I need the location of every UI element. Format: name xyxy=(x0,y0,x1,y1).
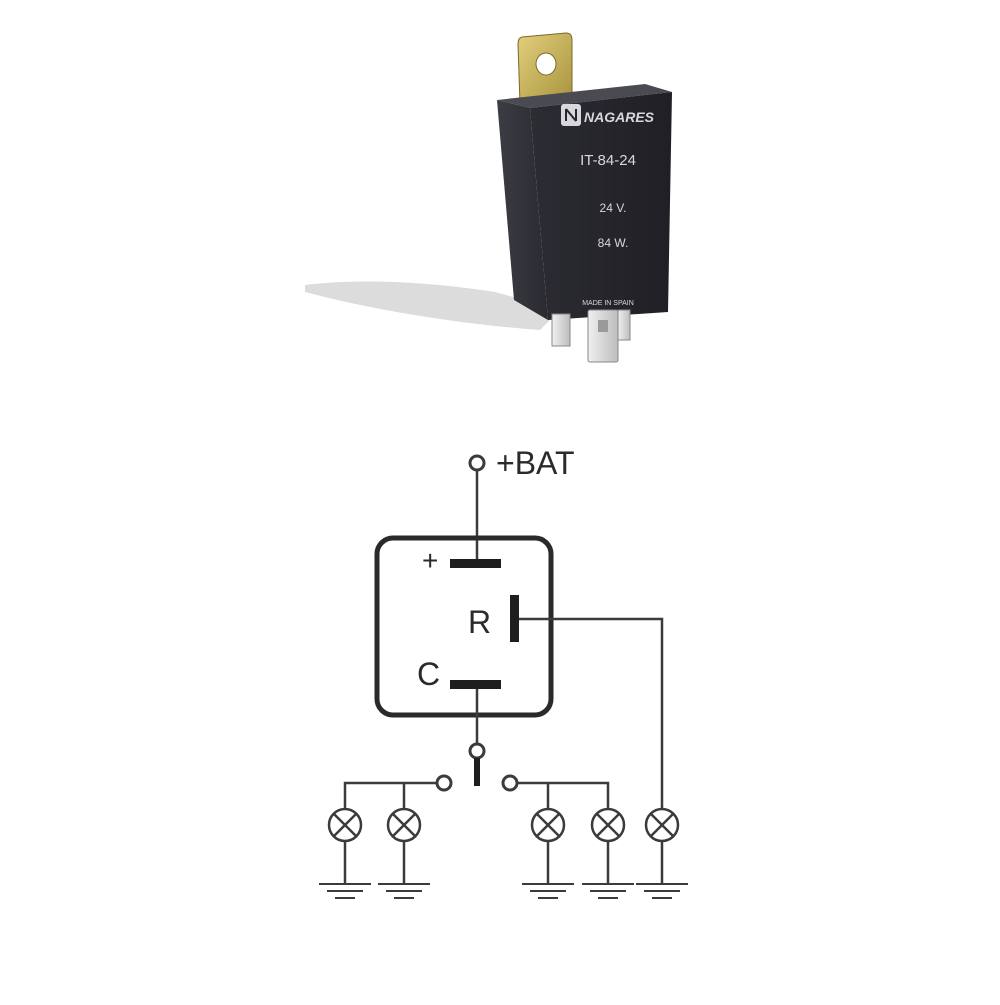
lamp-left-1 xyxy=(327,807,363,843)
pin-plus-label: + xyxy=(422,545,438,576)
ground-symbol-3 xyxy=(522,883,574,899)
switch-right-contact xyxy=(501,774,519,792)
model-label: IT-84-24 xyxy=(580,152,636,169)
pin-r-bar xyxy=(510,595,519,642)
switch-common xyxy=(468,742,486,760)
pin-plus-bar xyxy=(450,559,501,568)
ground-symbol-5 xyxy=(636,883,688,899)
right-bus xyxy=(517,781,610,808)
relay-side-face xyxy=(497,100,548,320)
nagares-logo xyxy=(561,104,581,126)
wiring-schematic xyxy=(319,454,688,899)
wattage-label: 84 W. xyxy=(598,236,629,250)
relay-top-face xyxy=(497,84,672,108)
relay-box xyxy=(374,535,554,718)
relay-pins xyxy=(551,309,631,363)
origin-label: MADE IN SPAIN xyxy=(582,300,634,307)
left-bus xyxy=(343,781,437,808)
pin-c-label: C xyxy=(417,656,440,692)
brand-label: NAGARES xyxy=(584,109,655,125)
relay-shadow xyxy=(305,281,560,330)
mounting-tab xyxy=(517,32,573,105)
ground-symbol-1 xyxy=(319,883,371,899)
lamp-right-1 xyxy=(530,807,566,843)
lamp-left-2 xyxy=(386,807,422,843)
flasher-relay-photo: NAGARES IT-84-24 24 V. 84 W. MADE IN SPA… xyxy=(305,32,672,363)
bat-label: +BAT xyxy=(496,445,575,481)
r-wire xyxy=(519,617,664,809)
switch-left-contact xyxy=(435,774,453,792)
bat-terminal xyxy=(468,454,486,472)
ground-symbol-2 xyxy=(378,883,430,899)
lamp-right-2 xyxy=(590,807,626,843)
relay-front-face xyxy=(530,92,672,320)
direction-switch xyxy=(435,742,519,792)
ground-symbol-4 xyxy=(582,883,634,899)
pin-r-label: R xyxy=(468,604,491,640)
pin-c-bar xyxy=(450,680,501,689)
voltage-label: 24 V. xyxy=(600,201,627,215)
lamp-pilot xyxy=(644,807,680,843)
